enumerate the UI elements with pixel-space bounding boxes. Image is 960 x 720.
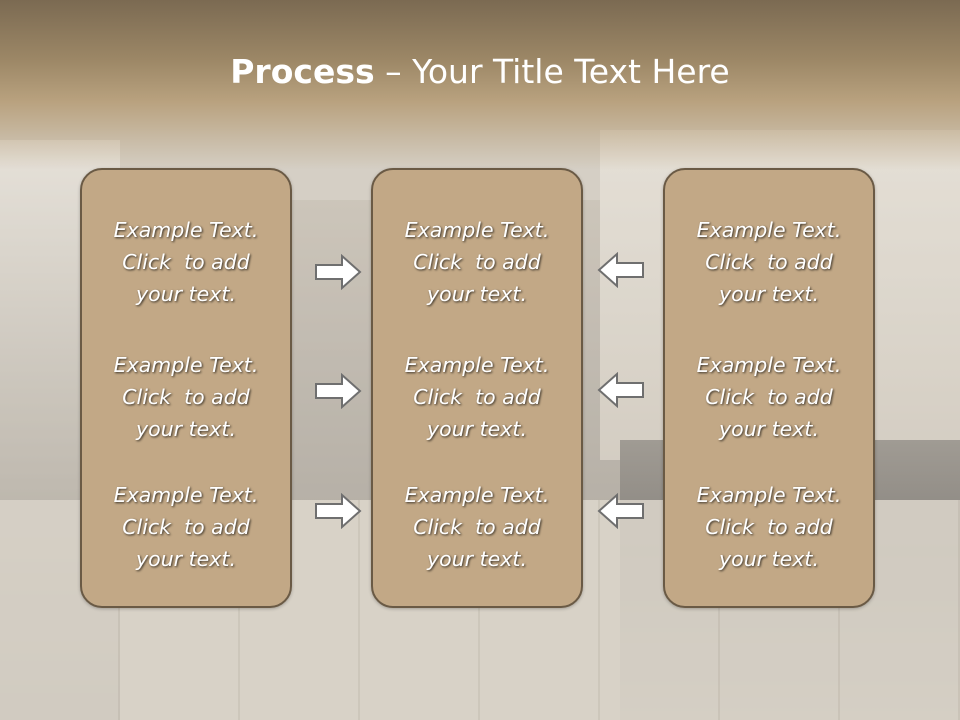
process-box-left[interactable]: Example Text. Click to add your text. Ex…: [80, 168, 292, 608]
text-placeholder[interactable]: Example Text. Click to add your text.: [113, 218, 259, 306]
right-arrow-icon: [315, 493, 362, 529]
left-arrow-icon: [597, 252, 644, 288]
right-arrow-icon: [315, 254, 362, 290]
process-box-right[interactable]: Example Text. Click to add your text. Ex…: [663, 168, 875, 608]
text-placeholder[interactable]: Example Text. Click to add your text.: [113, 353, 259, 441]
slide-title[interactable]: Process – Your Title Text Here: [0, 52, 960, 92]
text-placeholder[interactable]: Example Text. Click to add your text.: [696, 218, 842, 306]
text-placeholder[interactable]: Example Text. Click to add your text.: [113, 483, 259, 571]
text-placeholder[interactable]: Example Text. Click to add your text.: [696, 483, 842, 571]
right-arrow-icon: [315, 373, 362, 409]
process-box-center[interactable]: Example Text. Click to add your text. Ex…: [371, 168, 583, 608]
left-arrow-icon: [597, 493, 644, 529]
left-arrow-icon: [597, 372, 644, 408]
title-banner: [0, 0, 960, 170]
text-placeholder[interactable]: Example Text. Click to add your text.: [404, 353, 550, 441]
title-bold: Process: [230, 52, 375, 91]
text-placeholder[interactable]: Example Text. Click to add your text.: [696, 353, 842, 441]
title-rest: – Your Title Text Here: [374, 52, 730, 91]
text-placeholder[interactable]: Example Text. Click to add your text.: [404, 218, 550, 306]
text-placeholder[interactable]: Example Text. Click to add your text.: [404, 483, 550, 571]
